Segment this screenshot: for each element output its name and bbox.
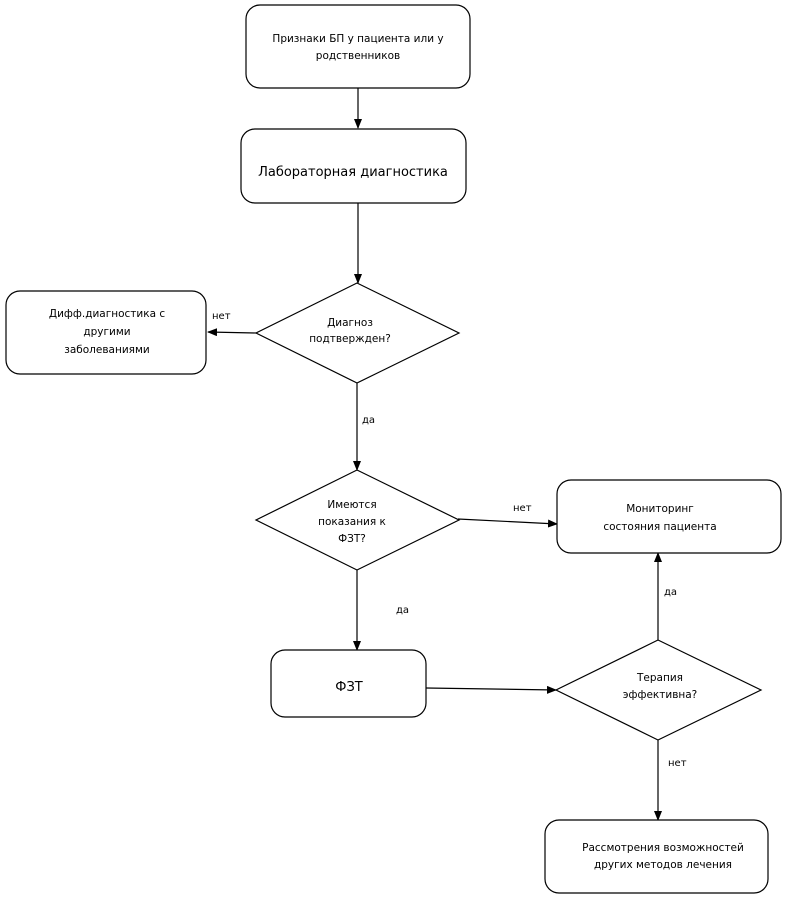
decision-indications-line-2: показания к: [318, 516, 386, 528]
edge-label-therapy-no: нет: [668, 758, 687, 769]
node-monitoring-line-2: состояния пациента: [603, 521, 716, 533]
node-signs-line-2: родственников: [316, 50, 400, 62]
node-lab-diagnostics: Лабораторная диагностика: [240, 128, 467, 204]
decision-therapy-line-2: эффективна?: [623, 689, 698, 701]
node-signs-line-1: Признаки БП у пациента или у: [272, 33, 443, 45]
decision-therapy-line-1: Терапия: [636, 672, 683, 684]
decision-indications-line-3: ФЗТ?: [338, 533, 366, 545]
decision-indications-line-1: Имеются: [327, 499, 376, 511]
decision-diagnosis-confirmed: Диагноз подтвержден?: [254, 282, 461, 384]
node-other-methods-line-1: Рассмотрения возможностей: [582, 842, 744, 854]
node-diff-line-1: Дифф.диагностика с: [49, 308, 165, 320]
node-diff-line-3: заболеваниями: [64, 344, 149, 356]
arrow-diagnosis-to-diff: [207, 328, 257, 337]
node-monitoring-line-1: Мониторинг: [626, 503, 694, 515]
arrow-indications-to-monitoring: [457, 518, 558, 528]
node-diff-diagnostics: Дифф.диагностика с другими заболеваниями: [5, 290, 207, 375]
decision-indications: Имеются показания к ФЗТ?: [254, 469, 461, 571]
node-other-methods: Рассмотрения возможностей других методов…: [544, 819, 769, 894]
decision-therapy-effective: Терапия эффективна?: [554, 639, 763, 741]
node-other-methods-line-2: других методов лечения: [594, 859, 732, 871]
node-fzt-line-1: ФЗТ: [335, 680, 363, 695]
node-monitoring: Мониторинг состояния пациента: [556, 479, 782, 554]
arrow-fzt-to-therapy: [425, 685, 557, 694]
edge-label-indications-yes: да: [396, 605, 409, 616]
node-diff-line-2: другими: [83, 326, 130, 338]
node-lab-line-1: Лабораторная диагностика: [258, 165, 448, 180]
edge-label-diagnosis-no: нет: [212, 311, 231, 322]
decision-diagnosis-line-2: подтвержден?: [309, 333, 391, 345]
edge-label-therapy-yes: да: [664, 587, 677, 598]
edge-label-diagnosis-yes: да: [362, 415, 375, 426]
edge-label-indications-no: нет: [513, 503, 532, 514]
node-fzt: ФЗТ: [270, 649, 427, 718]
node-signs: Признаки БП у пациента или у родственник…: [245, 4, 471, 89]
decision-diagnosis-line-1: Диагноз: [327, 317, 373, 329]
